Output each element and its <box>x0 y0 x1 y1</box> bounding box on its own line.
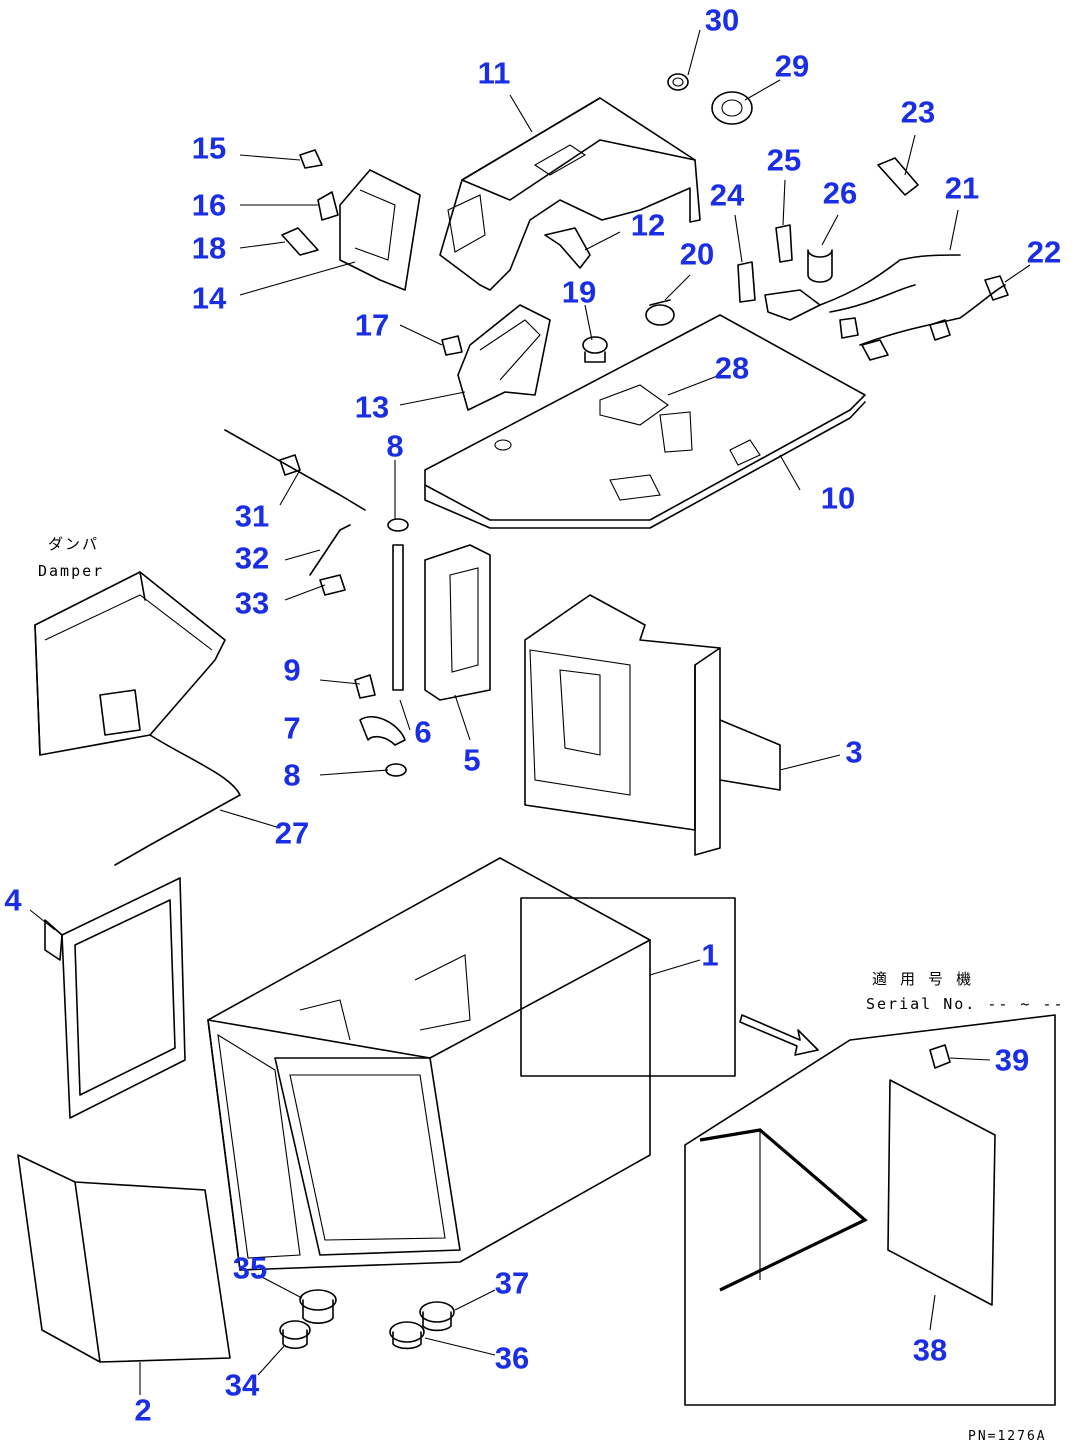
callout-17: 17 <box>354 307 390 343</box>
callout-39: 39 <box>994 1042 1030 1078</box>
callout-8: 8 <box>386 428 404 464</box>
callout-19: 19 <box>561 274 597 310</box>
callout-12: 12 <box>630 207 666 243</box>
callout-1: 1 <box>701 937 719 973</box>
serial-inset <box>684 1014 1056 1406</box>
callout-36: 36 <box>494 1340 530 1376</box>
detail-arrow <box>739 1014 819 1056</box>
damper-label-en: Damper <box>38 562 105 580</box>
damper-label-jp: ダンパ <box>48 535 100 553</box>
figure-code: PN=1276A <box>968 1429 1047 1444</box>
callout-15: 15 <box>191 130 227 166</box>
callout-24: 24 <box>709 177 745 213</box>
serial-label-en: Serial No. -- ~ -- <box>866 995 1065 1013</box>
part-27-cable <box>114 734 241 866</box>
callout-10: 10 <box>820 480 856 516</box>
callout-21: 21 <box>944 170 980 206</box>
detail-frame <box>520 897 736 1077</box>
part-2-plate <box>17 1154 231 1363</box>
callout-14: 14 <box>191 280 227 316</box>
parts-23-26 <box>737 157 919 303</box>
part-19 <box>582 336 608 363</box>
callout-8-lower: 8 <box>283 757 301 793</box>
callout-29: 29 <box>774 48 810 84</box>
callout-7: 7 <box>283 710 301 746</box>
callout-31: 31 <box>234 498 270 534</box>
part-11-cover <box>439 97 701 291</box>
callout-20: 20 <box>679 236 715 272</box>
callout-35: 35 <box>232 1250 268 1286</box>
callout-5: 5 <box>463 742 481 778</box>
callout-4: 4 <box>4 882 22 918</box>
callout-26: 26 <box>822 175 858 211</box>
parts-21-22-harness <box>764 254 1009 361</box>
callout-34: 34 <box>224 1367 260 1403</box>
part-13-bracket <box>441 304 551 411</box>
callout-18: 18 <box>191 230 227 266</box>
callout-22: 22 <box>1026 234 1062 270</box>
callout-32: 32 <box>234 540 270 576</box>
callout-13: 13 <box>354 389 390 425</box>
callout-28: 28 <box>714 350 750 386</box>
damper <box>34 571 226 756</box>
callout-25: 25 <box>766 142 802 178</box>
callout-3: 3 <box>845 734 863 770</box>
parts-6-9 <box>354 518 409 777</box>
leader-lines <box>29 29 1031 1395</box>
part-12 <box>544 227 591 269</box>
callout-37: 37 <box>494 1265 530 1301</box>
callout-27: 27 <box>274 815 310 851</box>
part-20 <box>645 299 675 326</box>
callout-23: 23 <box>900 94 936 130</box>
callout-30: 30 <box>704 2 740 38</box>
part-3-duct <box>524 594 781 856</box>
parts-34-37-grommets <box>279 1289 455 1350</box>
part-14-plate <box>281 149 421 291</box>
part-4-frame <box>44 877 186 1119</box>
callout-11: 11 <box>477 55 511 91</box>
part-1-main-box <box>207 857 651 1271</box>
part-5-frame <box>424 544 491 701</box>
part-29-30 <box>667 73 753 125</box>
callout-16: 16 <box>191 187 227 223</box>
callout-6: 6 <box>414 714 432 750</box>
part-10-base-plate <box>424 314 866 529</box>
callout-38: 38 <box>912 1332 948 1368</box>
callout-33: 33 <box>234 585 270 621</box>
serial-label-jp: 適 用 号 機 <box>872 970 974 988</box>
callout-2: 2 <box>134 1392 152 1428</box>
callout-9: 9 <box>283 652 301 688</box>
